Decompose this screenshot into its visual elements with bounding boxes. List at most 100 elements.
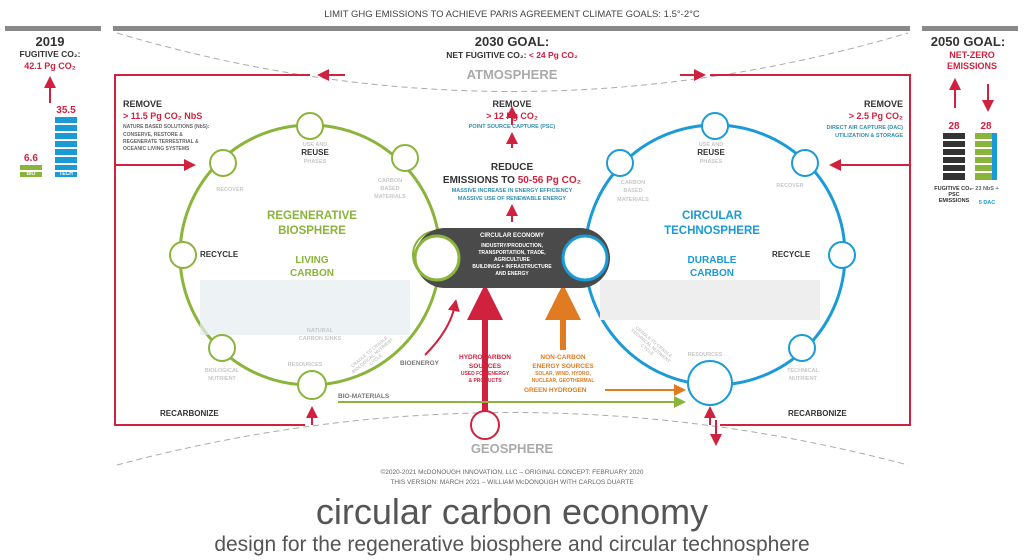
bio-nutrient-1: BIOLOGICAL bbox=[204, 368, 240, 374]
noncarbon-1: NON-CARBON bbox=[540, 354, 586, 361]
reduce-label: EMISSIONS TO bbox=[442, 175, 518, 186]
tech-carbon-2: BASED bbox=[623, 188, 643, 194]
ce-line-1: INDUSTRY/PRODUCTION, bbox=[481, 243, 543, 249]
ce-line-5: AND ENERGY bbox=[495, 271, 529, 277]
bio-sinks-2: CARBON SINKS bbox=[298, 336, 342, 342]
bio-carbon-2: BASED bbox=[380, 186, 400, 192]
green-hydrogen-label: GREEN HYDROGEN bbox=[524, 387, 587, 394]
remove-dac-title: REMOVE bbox=[863, 99, 903, 109]
header-limit: LIMIT GHG EMISSIONS TO ACHIEVE PARIS AGR… bbox=[324, 9, 700, 20]
fugitive-value: 42.1 Pg CO₂ bbox=[24, 61, 76, 71]
net-fugitive-label: NET FUGITIVE CO₂: bbox=[446, 50, 529, 60]
fugitive-label: FUGITIVE CO₂: bbox=[19, 49, 81, 59]
tech-sub-2: CARBON bbox=[690, 268, 734, 279]
tech-carbon-3: MATERIALS bbox=[617, 197, 649, 203]
net-zero: NET-ZERO bbox=[949, 50, 995, 60]
nbs-2050-value: 28 bbox=[980, 121, 992, 132]
recarbonize-left: RECARBONIZE bbox=[160, 409, 219, 418]
fugitive-2050-value: 28 bbox=[948, 121, 960, 132]
tech-recycle: RECYCLE bbox=[772, 250, 811, 259]
recarbonize-right: RECARBONIZE bbox=[788, 409, 847, 418]
noncarbon-3: SOLAR, WIND, HYDRO, bbox=[535, 371, 591, 377]
circular-economy-text: CIRCULAR ECONOMY INDUSTRY/PRODUCTION, TR… bbox=[472, 233, 551, 278]
tech-recover: RECOVER bbox=[776, 183, 804, 189]
nbs-2050-label: 23 NbS + bbox=[975, 186, 999, 192]
goal-2050-title: 2050 GOAL: bbox=[930, 34, 1006, 49]
year-2019: 2019 bbox=[35, 34, 65, 49]
goal-2030-title: 2030 GOAL: bbox=[474, 34, 550, 49]
dac-2050-label: 5 DAC bbox=[978, 200, 996, 206]
header-bars bbox=[5, 26, 1018, 31]
tech-resources: RESOURCES bbox=[687, 352, 723, 358]
circular-economy-pill bbox=[415, 228, 610, 288]
emissions: EMISSIONS bbox=[946, 61, 998, 71]
tech-use-3: PHASES bbox=[699, 159, 723, 165]
geosphere-label: GEOSPHERE bbox=[470, 441, 554, 456]
bio-recycle: RECYCLE bbox=[200, 250, 239, 259]
dac-desc-2: UTILIZATION & STORAGE bbox=[835, 133, 903, 139]
ce-line-3: AGRICULTURE bbox=[493, 257, 530, 263]
remove-nbs-title: REMOVE bbox=[123, 99, 163, 109]
bioenergy-label: BIOENERGY bbox=[400, 360, 440, 367]
atmosphere-arc bbox=[116, 32, 909, 92]
nbs-desc-1: NATURE BASED SOLUTIONS (NbS): bbox=[123, 124, 210, 130]
tech-title-2: TECHNOSPHERE bbox=[664, 225, 760, 237]
ce-title: CIRCULAR ECONOMY bbox=[480, 233, 544, 239]
bio-value: 6.6 bbox=[24, 153, 38, 164]
hydrocarbon-1: HYDROCARBON bbox=[459, 354, 511, 361]
goal-2030-subtitle: NET FUGITIVE CO₂: < 24 Pg CO₂ bbox=[446, 50, 578, 60]
tech-nodes bbox=[413, 112, 856, 406]
red-frame bbox=[44, 69, 994, 446]
hydrocarbon-3: USED FOR ENERGY bbox=[460, 371, 510, 377]
noncarbon-4: NUCLEAR, GEOTHERMAL bbox=[531, 378, 595, 384]
tech-title-1: CIRCULAR bbox=[681, 210, 743, 222]
bio-carbon-3: MATERIALS bbox=[374, 194, 406, 200]
tech-nutrient-2: NUTRIENT bbox=[789, 376, 817, 382]
geosphere-icon bbox=[470, 410, 500, 440]
hydrocarbon-2: SOURCES bbox=[468, 363, 502, 370]
right-bars bbox=[943, 133, 997, 180]
left-bars bbox=[20, 117, 77, 177]
main-subtitle: design for the regenerative biosphere an… bbox=[214, 533, 810, 556]
city-illustration bbox=[600, 280, 820, 320]
bio-label: BIO bbox=[26, 171, 36, 177]
atmosphere-label: ATMOSPHERE bbox=[466, 67, 558, 82]
tech-sub-1: DURABLE bbox=[687, 255, 737, 266]
net-fugitive-value: < 24 Pg CO₂ bbox=[528, 50, 578, 60]
bio-carbon-1: CARBON bbox=[377, 178, 403, 184]
tech-use-2: REUSE bbox=[697, 148, 725, 157]
bio-nutrient-2: NUTRIENT bbox=[208, 376, 236, 382]
reduce-title: REDUCE bbox=[490, 162, 534, 173]
reduce-line: EMISSIONS TO 50-56 Pg CO₂ bbox=[443, 175, 581, 186]
main-title: circular carbon economy bbox=[315, 491, 709, 532]
copyright-2: THIS VERSION: MARCH 2021 – WILLIAM McDON… bbox=[390, 479, 634, 486]
remove-dac-value: > 2.5 Pg CO₂ bbox=[848, 111, 903, 121]
tech-carbon-1: CARBON bbox=[620, 180, 646, 186]
nbs-desc-2: CONSERVE, RESTORE & bbox=[123, 132, 183, 138]
remove-psc-value: > 12 Pg CO₂ bbox=[486, 111, 538, 121]
tech-use-1: USE AND bbox=[698, 142, 724, 148]
noncarbon-2: ENERGY SOURCES bbox=[532, 363, 594, 370]
ce-line-4: BUILDINGS + INFRASTRUCTURE bbox=[472, 264, 552, 270]
geosphere-arc bbox=[116, 412, 909, 466]
bio-use-3: PHASES bbox=[303, 159, 327, 165]
dac-desc-1: DIRECT AIR CAPTURE (DAC) bbox=[826, 125, 904, 131]
bio-title-1: REGENERATIVE bbox=[267, 210, 357, 222]
biomaterials-label: BIO-MATERIALS bbox=[338, 393, 390, 400]
bio-use-2: REUSE bbox=[301, 148, 329, 157]
reduce-desc-2: MASSIVE USE OF RENEWABLE ENERGY bbox=[457, 196, 567, 202]
bio-sub-1: LIVING bbox=[295, 255, 329, 266]
tech-nutrient-1: TECHNICAL bbox=[787, 368, 819, 374]
remove-psc-title: REMOVE bbox=[492, 99, 532, 109]
remove-nbs-value: > 11.5 Pg CO₂ NbS bbox=[123, 111, 203, 121]
bio-sub-2: CARBON bbox=[290, 268, 334, 279]
hydrocarbon-4: & PRODUCTS bbox=[468, 378, 502, 384]
tech-value: 35.5 bbox=[56, 105, 76, 116]
reduce-value: 50-56 Pg CO₂ bbox=[517, 175, 582, 186]
bio-recover: RECOVER bbox=[216, 187, 244, 193]
copyright-1: ©2020-2021 McDONOUGH INNOVATION, LLC – O… bbox=[380, 469, 644, 476]
nbs-desc-3: REGENERATE TERRESTRIAL & bbox=[123, 139, 199, 145]
bio-resources: RESOURCES bbox=[287, 362, 323, 368]
bio-sinks-1: NATURAL bbox=[306, 328, 334, 334]
